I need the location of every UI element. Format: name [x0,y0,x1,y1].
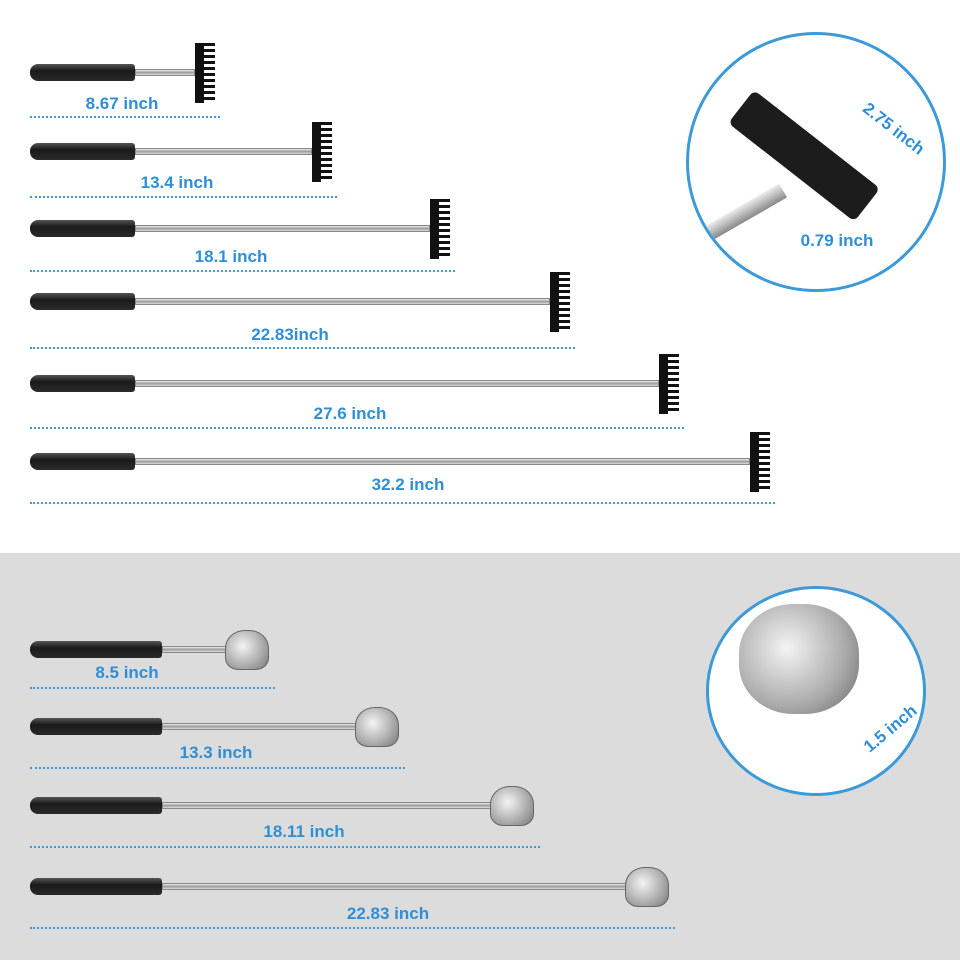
length-dimension-line [30,116,220,118]
length-label: 13.3 inch [179,743,253,762]
rod-closeup [701,183,787,243]
length-label: 18.11 inch [263,822,345,841]
foam-handle [30,453,135,470]
telescopic-rod [135,298,550,305]
length-label: 32.2 inch [371,475,445,494]
paw-head-detail-circle: 1.5 inch [706,586,926,796]
foam-handle [30,375,135,392]
telescopic-rod [162,802,500,809]
rake-head [550,272,570,332]
length-label: 13.4 inch [140,173,214,192]
paw-head [355,707,399,747]
length-dimension-line [30,767,405,769]
length-dimension-line [30,927,675,929]
telescopic-rod [135,225,430,232]
length-label: 18.1 inch [194,247,268,266]
foam-handle [30,293,135,310]
telescopic-rod [135,380,659,387]
length-label: 27.6 inch [313,404,387,423]
telescopic-rod [135,148,312,155]
length-label: 8.5 inch [95,663,159,682]
length-dimension-line [30,196,337,198]
paw-head [225,630,269,670]
rake-head [659,354,679,414]
rake-head [430,199,450,259]
telescopic-rod [162,723,365,730]
length-label: 22.83 inch [346,904,430,923]
foam-handle [30,797,162,814]
foam-handle [30,143,135,160]
foam-handle [30,718,162,735]
length-dimension-line [30,347,575,349]
length-dimension-line [30,687,275,689]
paw-head [490,786,534,826]
paw-head [625,867,669,907]
foam-handle [30,220,135,237]
foam-handle [30,64,135,81]
length-label: 8.67 inch [85,94,159,113]
rake-head [750,432,770,492]
head-width-label: 2.75 inch [859,98,929,159]
rake-head-detail-circle: 2.75 inch 0.79 inch [686,32,946,292]
foam-handle [30,878,162,895]
telescopic-rod [135,458,750,465]
paw-head-closeup [739,604,859,714]
length-label: 22.83inch [251,325,329,344]
foam-handle [30,641,162,658]
head-height-label: 0.79 inch [800,231,874,250]
length-dimension-line [30,270,455,272]
telescopic-rod [135,69,195,76]
length-dimension-line [30,846,540,848]
length-dimension-line [30,427,684,429]
length-dimension-line [30,502,775,504]
rake-head [312,122,332,182]
telescopic-rod [162,883,635,890]
rake-head [195,43,215,103]
